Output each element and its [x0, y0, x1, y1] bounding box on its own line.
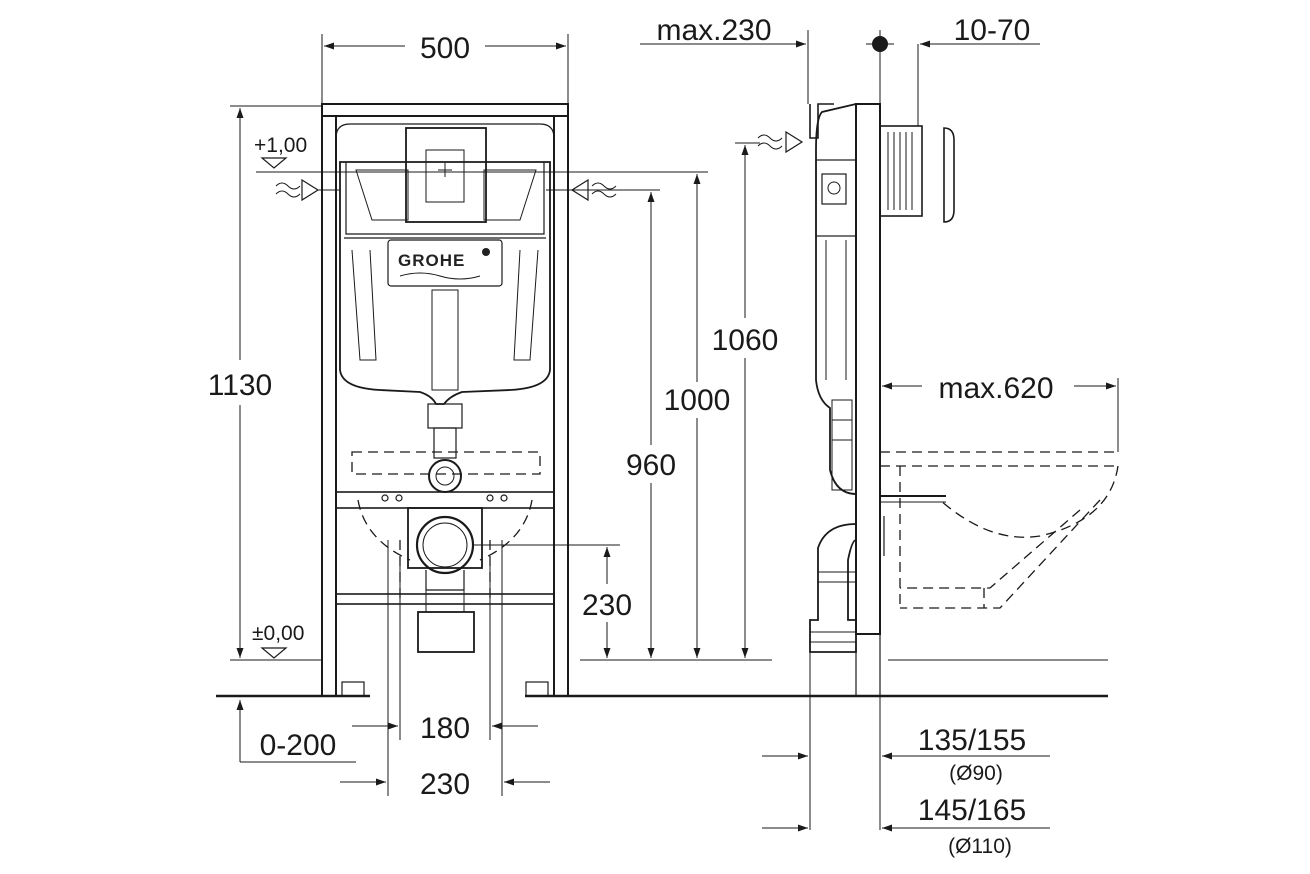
dimension-width: 500 — [321, 32, 569, 104]
side-actuator-ribs — [887, 132, 913, 210]
outlet-height-label: 230 — [582, 589, 632, 622]
dimension-10-70: 10-70 — [866, 14, 1040, 126]
floor-line — [216, 659, 1108, 698]
floor-range-label: 0-200 — [260, 729, 337, 762]
level-floor-label: ±0,00 — [252, 622, 304, 645]
wc-outline-front — [351, 451, 541, 600]
dist-145-165-label: 145/165 — [918, 794, 1026, 827]
dimension-1000: 1000 — [664, 174, 731, 658]
water-inlet-left — [275, 178, 340, 202]
max-230-label: max.230 — [656, 14, 771, 47]
cistern-front: GROHE — [339, 127, 551, 493]
dimension-230-width: 230 — [340, 540, 550, 801]
brand-logo: GROHE — [398, 251, 465, 270]
total-height-label: 1130 — [208, 369, 273, 402]
dimension-max-620: max.620 — [882, 372, 1119, 452]
dia-90-label: (Ø90) — [949, 762, 1003, 785]
side-frame — [809, 103, 955, 696]
dimension-outlet-height: 230 — [474, 544, 632, 658]
dimension-135-155: 135/155 (Ø90) — [762, 652, 1050, 830]
dist-135-155-label: 135/155 — [918, 724, 1026, 757]
dimension-180: 180 — [352, 560, 538, 745]
level-floor-marker: ±0,00 — [230, 622, 322, 661]
dimension-1060: 1060 — [712, 142, 779, 658]
spacing-230-label: 230 — [420, 768, 470, 801]
dimension-floor-range: 0-200 — [236, 700, 356, 763]
water-inlet-side — [757, 130, 804, 154]
drain-pipe-front — [381, 494, 508, 653]
dimension-total-height: 1130 — [208, 105, 322, 658]
level-top-marker: +1,00 — [254, 134, 708, 173]
width-label: 500 — [420, 32, 470, 65]
front-frame — [321, 103, 569, 697]
wc-outline-side — [880, 451, 1119, 609]
dia-110-label: (Ø110) — [948, 835, 1012, 858]
height-1060-label: 1060 — [712, 324, 779, 357]
height-1000-label: 1000 — [664, 384, 731, 417]
level-top-label: +1,00 — [254, 134, 307, 157]
dimension-960: 960 — [546, 189, 676, 658]
range-10-70-label: 10-70 — [954, 14, 1031, 47]
dimension-max-230: max.230 — [640, 14, 809, 104]
height-960-label: 960 — [626, 449, 676, 482]
dimension-145-165: 145/165 (Ø110) — [762, 794, 1050, 858]
max-620-label: max.620 — [938, 372, 1053, 405]
spacing-180-label: 180 — [420, 712, 470, 745]
